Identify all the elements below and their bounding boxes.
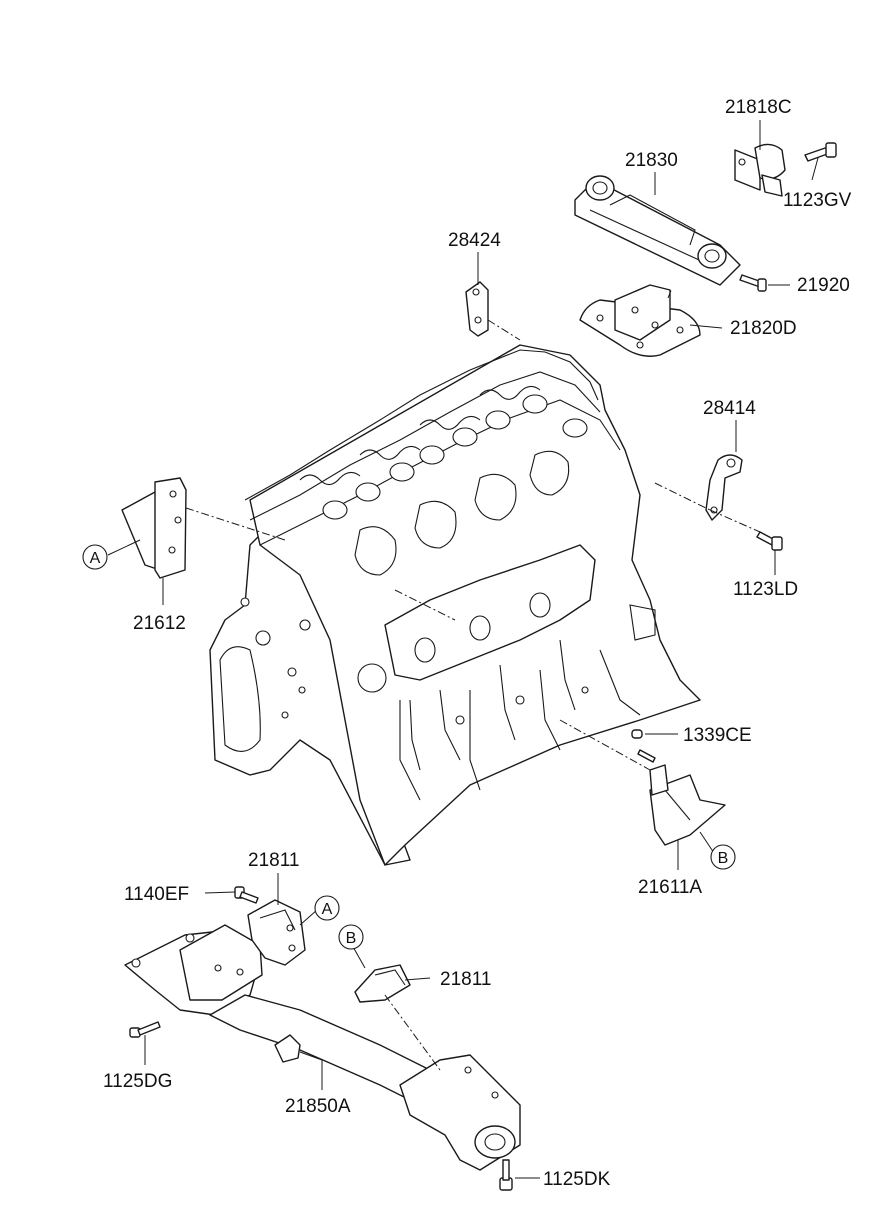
leader-lines	[107, 120, 819, 1179]
callout-A-left: A	[82, 544, 108, 570]
part-1123LD-bolt	[756, 531, 783, 551]
part-21830-insulator	[574, 175, 741, 286]
svg-text:A: A	[90, 550, 101, 567]
part-21612-bracket	[121, 477, 187, 579]
part-21818C-bracket	[734, 143, 786, 197]
part-1339CE-pin	[631, 729, 656, 763]
callout-A-lower: A	[314, 895, 340, 921]
label-21811-mid: 21811	[440, 969, 491, 990]
part-28414-hook	[705, 454, 743, 521]
label-21811-top: 21811	[248, 850, 299, 871]
engine-block	[209, 344, 701, 866]
label-21820D: 21820D	[730, 318, 797, 339]
part-1125DK-bolt	[499, 1159, 513, 1191]
svg-text:B: B	[718, 850, 729, 867]
label-21830: 21830	[625, 150, 678, 171]
label-1140EF: 1140EF	[124, 884, 189, 905]
svg-text:A: A	[322, 901, 333, 918]
label-28424: 28424	[448, 230, 501, 251]
svg-text:B: B	[346, 930, 357, 947]
label-21611A: 21611A	[638, 877, 702, 898]
part-1123GV-bolt	[804, 142, 837, 162]
callout-B-lower: B	[338, 924, 364, 950]
callout-B-right: B	[710, 844, 736, 870]
part-21920-bolt	[739, 274, 767, 292]
label-28414: 28414	[703, 398, 756, 419]
part-21811-lower-insulator	[354, 964, 411, 1003]
label-1125DG: 1125DG	[103, 1071, 172, 1092]
alignment-lines	[185, 287, 761, 1071]
callouts: A B A B	[82, 544, 736, 950]
label-21920: 21920	[797, 275, 850, 296]
label-21818C: 21818C	[725, 97, 792, 118]
part-21850A-crossmember	[124, 924, 521, 1171]
part-21811-upper-insulator	[247, 899, 306, 966]
label-21612: 21612	[133, 613, 186, 634]
label-1125DK: 1125DK	[543, 1169, 611, 1190]
part-labels: 21818C 21830 1123GV 28424 21920 21820D 2…	[103, 97, 852, 1190]
part-1140EF-bolt	[234, 886, 259, 904]
part-1125DG-bolt	[129, 1021, 161, 1038]
part-21611A-bracket	[649, 764, 726, 846]
part-21820D-bracket	[579, 284, 701, 357]
label-1123GV: 1123GV	[783, 190, 852, 211]
label-1339CE: 1339CE	[683, 725, 752, 746]
label-21850A: 21850A	[285, 1096, 351, 1117]
part-28424-hook	[465, 281, 489, 337]
label-1123LD: 1123LD	[733, 579, 798, 600]
